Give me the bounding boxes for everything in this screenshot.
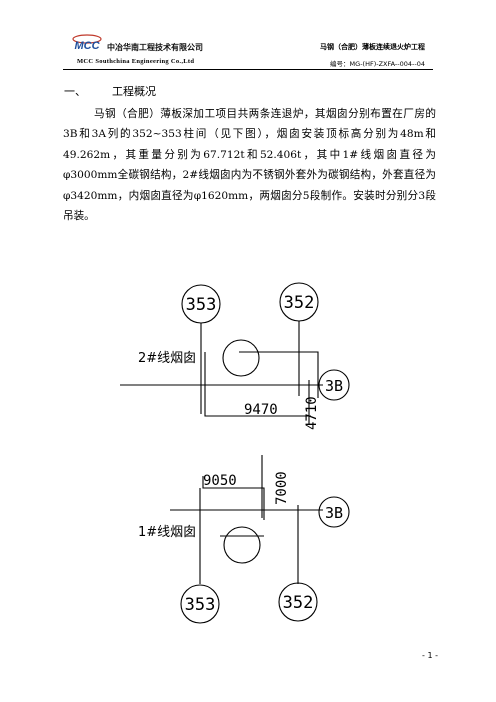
axis-3b-circle-top	[318, 369, 350, 401]
chimney-2-circle	[222, 339, 260, 377]
section-heading: 一、 工程概况	[64, 83, 182, 99]
document-number: 编号：MG-(HF)-ZXFA--004--04	[330, 60, 425, 68]
section-number: 一、	[64, 85, 86, 98]
column-352-circle-bottom	[278, 582, 318, 622]
dimension-7000: 7000	[274, 471, 290, 505]
section-title: 工程概况	[112, 85, 156, 98]
chimney-1-circle	[223, 526, 261, 564]
chimney-2-center-lines	[239, 351, 319, 398]
dimension-9470: 9470	[244, 402, 278, 418]
mcc-logo: MCC	[72, 34, 102, 52]
axis-3b-circle-bottom	[318, 496, 350, 528]
dimension-9050: 9050	[203, 473, 237, 489]
column-352-label-bottom: 352	[283, 593, 314, 613]
logo-text: MCC	[74, 40, 100, 52]
axis-3b-label-bottom: 3B	[325, 504, 343, 522]
column-353-label-bottom: 353	[185, 595, 216, 615]
dimension-4710: 4710	[304, 396, 320, 430]
dimension-frame-top	[204, 352, 311, 417]
column-353-circle-bottom	[180, 584, 220, 624]
page-header: MCC 中冶华南工程技术有限公司 MCC Southchina Engineer…	[63, 34, 433, 72]
page-number: - 1 -	[422, 651, 438, 660]
chimney-2-label: 2#线烟囱	[138, 351, 196, 366]
chimney-1-label: 1#线烟囱	[138, 525, 196, 540]
axis-3b-label-top: 3B	[325, 377, 343, 395]
header-rule	[63, 69, 433, 70]
dimension-frame-bottom	[202, 476, 265, 520]
company-name-en: MCC Southchina Engineering Co.,Ltd	[77, 58, 195, 65]
overview-paragraph: 马钢（合肥）薄板深加工项目共两条连退炉，其烟囱分别布置在厂房的3B和3A列的35…	[63, 108, 436, 223]
company-name-cn: 中冶华南工程技术有限公司	[107, 43, 203, 52]
column-352-label-top: 352	[284, 293, 315, 313]
project-name: 马钢（合肥）薄板连续退火炉工程	[320, 43, 425, 51]
column-353-label-top: 353	[186, 295, 217, 315]
